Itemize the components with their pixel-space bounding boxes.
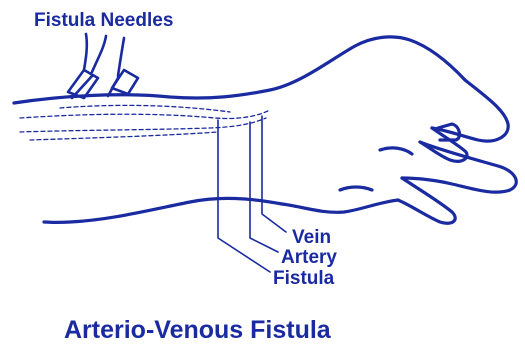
label-fistula: Fistula — [273, 269, 334, 288]
needle-2-hub — [112, 70, 138, 94]
finger-upper-outline — [432, 80, 508, 141]
wrist-crease — [340, 187, 372, 190]
vessels — [20, 105, 270, 140]
label-vein: Vein — [292, 228, 331, 247]
label-artery: Artery — [281, 248, 337, 267]
diagram-caption: Arterio-Venous Fistula — [64, 318, 331, 343]
deep-vessel — [30, 132, 218, 140]
fistula-needles — [68, 34, 138, 98]
artery-vessel — [20, 118, 266, 132]
leader-vein — [262, 116, 286, 232]
knuckle-detail — [380, 148, 412, 154]
needle-tubing-1 — [84, 34, 87, 70]
vein-vessel — [20, 110, 270, 119]
arm-top-outline — [14, 37, 465, 103]
finger-lower-outline — [398, 178, 455, 223]
leader-artery — [250, 122, 278, 252]
palm-outline — [282, 200, 398, 212]
label-fistula-needles: Fistula Needles — [34, 11, 173, 30]
finger-middle-outline — [402, 142, 516, 192]
leader-lines — [218, 116, 286, 272]
upper-vessel — [60, 105, 230, 112]
needle-tubing-2 — [92, 36, 106, 72]
arm-bottom-outline — [44, 198, 282, 222]
